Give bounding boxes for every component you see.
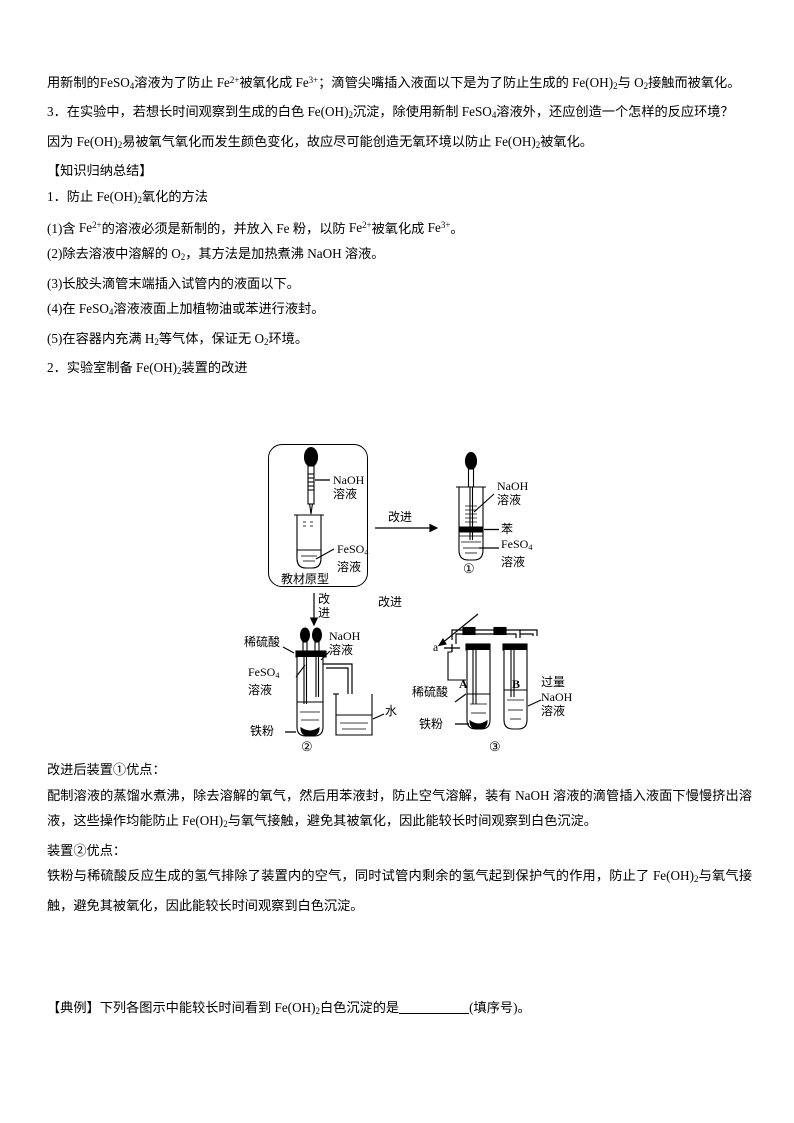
summary-1-item-4: (4)在 FeSO4溶液液面上加植物油或苯进行液封。: [47, 301, 325, 318]
arrow-down-label: 改进: [318, 592, 331, 620]
advantage-2-body: 铁粉与稀硫酸反应生成的氢气排除了装置内的空气，同时试管内剩余的氢气起到保护气的作…: [47, 868, 753, 913]
summary-1-item-5: (5)在容器内充满 H2等气体，保证无 O2环境。: [47, 330, 309, 347]
device3-dilute-acid-label: 稀硫酸: [412, 685, 449, 699]
summary-1-item-1: (1)含 Fe2+的溶液必须是新制的，并放入 Fe 粉，以防 Fe2+被氧化成 …: [47, 220, 464, 236]
arrow-right-label: 改进: [388, 510, 413, 524]
advantage-1-body: 配制溶液的蒸馏水煮沸，除去溶解的氧气，然后用苯液封，防止空气溶解，装有 NaOH…: [47, 787, 753, 830]
device3-tube-a-label: A: [459, 677, 468, 691]
device3-number: ③: [489, 739, 501, 754]
document-body-lower: 改进后装置①优点： 配制溶液的蒸馏水煮沸，除去溶解的氧气，然后用苯液封，防止空气…: [47, 757, 752, 919]
example-prefix: 【典例】: [47, 1000, 100, 1015]
device3-tube-b-label: B: [512, 677, 521, 691]
prototype-border: [268, 444, 368, 587]
document-body: 用新制的FeSO4溶液为了防止 Fe2+被氧化成 Fe3+；滴管尖嘴插入液面以下…: [47, 68, 752, 385]
prototype-naoh-label: NaOH 溶液: [333, 473, 365, 501]
device2-naoh-label: NaOH 溶液: [329, 629, 361, 657]
device3-naoh-label: NaOH 溶液: [541, 690, 573, 718]
arrow-diagonal-label: 改进: [378, 595, 403, 609]
device2-feso4-label: FeSO4 溶液: [248, 665, 280, 697]
paragraph-question-3: 3．在实验中，若想长时间观察到生成的白色 Fe(OH)2沉淀，除使用新制 FeS…: [47, 104, 734, 121]
paragraph-answer-2: 用新制的FeSO4溶液为了防止 Fe2+被氧化成 Fe3+；滴管尖嘴插入液面以下…: [47, 74, 741, 91]
device3-iron-powder-label: 铁粉: [419, 717, 444, 731]
device1-naoh-label: NaOH 溶液: [497, 479, 529, 507]
device1-number: ①: [463, 561, 475, 576]
device3-valve-a-label: a: [433, 642, 439, 654]
device2-number: ②: [301, 739, 313, 754]
answer-blank[interactable]: [399, 1013, 470, 1014]
summary-1-item-3: (3)长胶头滴管末端插入试管内的液面以下。: [47, 275, 300, 291]
device2-dilute-acid-label: 稀硫酸: [244, 635, 281, 649]
advantage-2-title: 装置②优点：: [47, 842, 127, 858]
advantage-1-title: 改进后装置①优点：: [47, 762, 166, 777]
example-question: 【典例】下列各图示中能较长时间看到 Fe(OH)2白色沉淀的是(填序号)。: [47, 1000, 531, 1016]
summary-2-title: 2．实验室制备 Fe(OH)2装置的改进: [47, 360, 248, 377]
example-block: 【典例】下列各图示中能较长时间看到 Fe(OH)2白色沉淀的是(填序号)。: [47, 995, 752, 1025]
device1-feso4-label: FeSO4 溶液: [501, 537, 533, 569]
section-heading: 【知识归纳总结】: [47, 163, 153, 179]
prototype-feso4-label: FeSO4 溶液: [337, 542, 369, 574]
device3-excess-label: 过量: [541, 675, 566, 689]
summary-1-title: 1．防止 Fe(OH)2氧化的方法: [47, 189, 208, 206]
device2-water-label: 水: [385, 704, 398, 718]
summary-1-item-2: (2)除去溶液中溶解的 O2，其方法是加热煮沸 NaOH 溶液。: [47, 245, 385, 262]
device2-iron-powder-label: 铁粉: [250, 724, 275, 738]
paragraph-answer-3: 因为 Fe(OH)2易被氧气氧化而发生颜色变化，故应尽可能创造无氧环境以防止 F…: [47, 133, 593, 150]
prototype-caption: 教材原型: [281, 572, 330, 586]
device1-benzene-label: 苯: [501, 522, 514, 536]
apparatus-figure: NaOH 溶液 FeSO4 溶液 教材原型 改进 改进 改进 NaOH 溶液 苯…: [0, 432, 794, 754]
example-suffix: (填序号)。: [469, 1000, 531, 1015]
apparatus-drawing: [282, 446, 542, 737]
